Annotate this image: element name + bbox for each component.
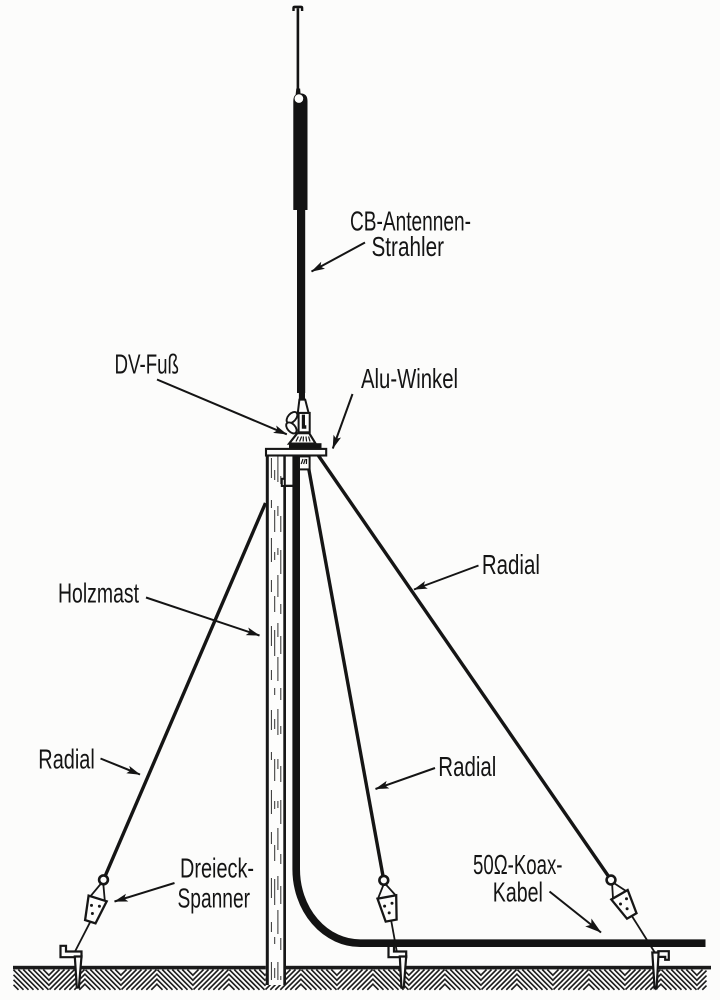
svg-text:Alu-Winkel: Alu-Winkel [361, 363, 458, 394]
svg-text:CB-Antennen-: CB-Antennen- [350, 206, 471, 237]
svg-text:DV-Fuß: DV-Fuß [115, 348, 180, 379]
svg-text:Spanner: Spanner [178, 883, 251, 914]
svg-text:Dreieck-: Dreieck- [180, 853, 254, 884]
svg-text:Radial: Radial [482, 549, 540, 580]
svg-text:Strahler: Strahler [372, 231, 445, 262]
svg-text:Holzmast: Holzmast [58, 578, 139, 609]
svg-text:Radial: Radial [438, 751, 496, 782]
svg-text:50Ω-Koax-: 50Ω-Koax- [473, 849, 563, 880]
svg-text:Kabel: Kabel [493, 877, 543, 908]
svg-text:Radial: Radial [38, 743, 95, 774]
